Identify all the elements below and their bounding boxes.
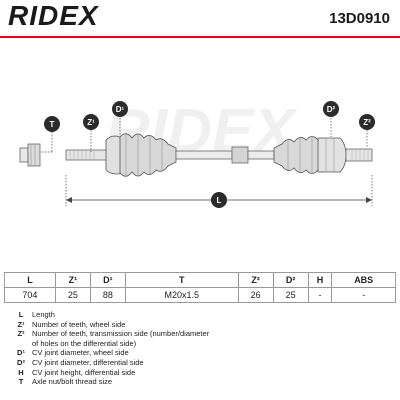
specs-value-abs: - [331,287,396,303]
drive-shaft-diagram: RIDEX [19,97,375,208]
specs-header-t: T [124,272,239,288]
specs-header-d2: D² [272,272,309,288]
specs-header-h: H [307,272,333,288]
legend-description: Number of teeth, wheel side [32,319,126,329]
svg-text:Z²: Z² [363,118,371,127]
legend-item: Z² Number of teeth, transmission side (n… [10,329,390,339]
wheel-side-cv-joint [105,133,177,177]
differential-side-cv-joint [273,136,347,174]
svg-text:T: T [50,120,55,129]
specs-header-abs: ABS [331,272,396,288]
specs-value-row: 704 25 88 M20x1.5 26 25 - - [4,287,396,303]
legend-description: CV joint diameter, differential side [32,357,144,367]
legend: L Length Z¹ Number of teeth, wheel side … [10,310,390,387]
specs-value-l: 704 [4,287,56,303]
specs-table: L Z¹ D¹ T Z² D² H ABS 704 25 88 M20x1.5 … [4,272,396,303]
legend-description: of holes on the differential side) [32,338,137,348]
legend-symbol: D² [17,357,25,367]
specs-header-row: L Z¹ D¹ T Z² D² H ABS [4,272,396,288]
legend-description: Number of teeth, transmission side (numb… [32,329,210,339]
marker-z1: Z¹ [83,114,99,130]
legend-symbol: D¹ [17,348,25,358]
marker-d1: D¹ [112,101,128,117]
specs-value-z1: 25 [54,287,91,303]
legend-item: L Length [10,310,390,320]
marker-l: L [211,192,227,208]
legend-item: of holes on the differential side) [10,339,390,349]
legend-item: D¹ CV joint diameter, wheel side [10,348,390,358]
marker-t: T [44,116,60,132]
differential-side-spline [345,148,373,162]
header: RIDEX 13D0910 [0,0,400,36]
brand-logo: RIDEX [8,0,99,31]
legend-symbol: T [18,377,24,387]
shaft-bar [175,146,275,164]
wheel-side-spline [65,149,111,161]
specs-header-l: L [4,272,56,288]
legend-description: Axle nut/bolt thread size [32,377,113,387]
part-number: 13D0910 [329,10,390,27]
specs-value-d2: 25 [272,287,309,303]
marker-z2: Z² [359,114,375,130]
marker-d2: D² [323,101,339,117]
svg-text:D²: D² [327,105,336,114]
leader-lines [40,118,368,153]
specs-value-d1: 88 [89,287,126,303]
legend-description: CV joint height, differential side [32,367,136,377]
specs-value-z2: 26 [237,287,274,303]
legend-item: T Axle nut/bolt thread size [10,377,390,387]
legend-description: Length [32,310,55,319]
svg-text:L: L [217,196,222,205]
legend-description: CV joint diameter, wheel side [32,348,129,358]
legend-item: D² CV joint diameter, differential side [10,358,390,368]
wheel-side-nut [19,143,41,167]
legend-symbol [10,339,32,349]
legend-symbol: Z² [17,329,25,339]
specs-value-h: - [307,287,333,303]
specs-header-z1: Z¹ [54,272,91,288]
specs-value-t: M20x1.5 [124,287,239,303]
specs-header-z2: Z² [237,272,274,288]
legend-symbol: L [18,310,24,319]
svg-text:Z¹: Z¹ [87,118,95,127]
svg-text:D¹: D¹ [116,105,125,114]
legend-item: Z¹ Number of teeth, wheel side [10,320,390,330]
specs-header-d1: D¹ [89,272,126,288]
legend-item: H CV joint height, differential side [10,368,390,378]
legend-symbol: Z¹ [17,319,25,329]
legend-symbol: H [18,367,24,377]
header-rule [0,36,400,38]
